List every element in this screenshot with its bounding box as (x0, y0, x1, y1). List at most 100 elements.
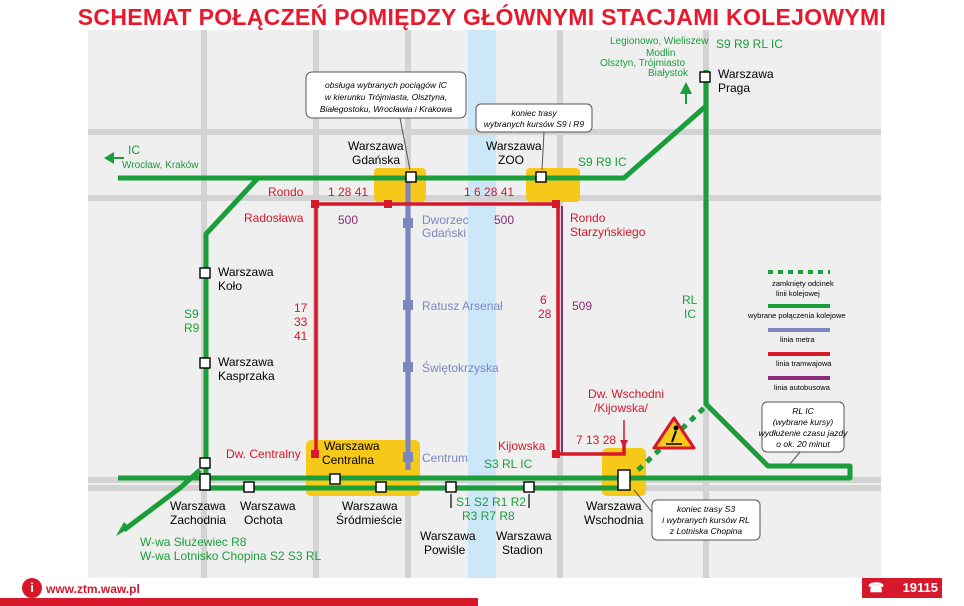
label-wschodnia-2: Wschodnia (584, 513, 644, 527)
note-rlic-3: wydłużenie czasu jazdy (759, 428, 849, 438)
metro-stop-ratusz (403, 300, 413, 310)
label-s9-left: S9 (184, 307, 199, 321)
label-powisle-lines-1: S1 S2 R1 R2 (456, 495, 526, 509)
label-r9-left: R9 (184, 321, 200, 335)
note-zoo: koniec trasy wybranych kursów S9 i R9 (475, 103, 593, 171)
tram-stop-dw-centralny (311, 450, 319, 458)
legend-rail: wybrane połączenia kolejowe (747, 311, 846, 320)
note-gdanska-pointer (399, 117, 411, 171)
closed-rail-section (636, 406, 706, 472)
label-zachodnia-2: Zachodnia (170, 513, 226, 527)
footer-phone-number: 19115 (902, 580, 938, 595)
label-metro-centrum: Centrum (422, 451, 468, 465)
footer-phone-badge[interactable]: ☎ 19115 (862, 578, 942, 598)
label-kolo-1: Warszawa (218, 265, 274, 279)
note-zoo-pointer (541, 131, 545, 171)
note-zoo-box (475, 103, 593, 133)
metro-stop-centrum (403, 452, 413, 462)
note-wschodnia-1: koniec trasy S3 (677, 504, 735, 514)
footer-bar (0, 598, 478, 606)
label-rondo-starzynskiego-1: Rondo (570, 211, 606, 225)
arrow-west-icon (104, 152, 114, 164)
note-wschodnia-3: z Lotniska Chopina (669, 526, 743, 536)
legend-closed-2: linii kolejowej (776, 289, 820, 298)
note-gdanska-3: Białegostoku, Wrocławia i Krakowa (320, 104, 453, 114)
label-ic-west-dest: Wrocław, Kraków (122, 160, 199, 171)
label-ic-right: IC (684, 307, 696, 321)
station-zoo-marker (535, 171, 547, 183)
note-gdanska-1: obsługa wybranych pociągów IC (325, 80, 448, 90)
tram-stop-rondo-radoslawa (311, 200, 319, 208)
label-ic-west: IC (128, 143, 140, 157)
note-rlic-2: (wybrane kursy) (773, 417, 834, 427)
station-centralna-marker (329, 473, 341, 485)
label-s9r9rlic-top: S9 R9 RL IC (716, 37, 783, 51)
note-rlic: RL IC (wybrane kursy) wydłużenie czasu j… (759, 401, 849, 465)
legend-bus: linia autobusowa (774, 383, 831, 392)
note-gdanska-2: w kierunku Trójmiasta, Olsztyna, (325, 92, 447, 102)
station-wschodnia-marker (617, 469, 631, 491)
arrow-southwest-icon (116, 522, 130, 536)
label-tram-lines-gdanska: 1 28 41 (328, 185, 368, 199)
metro-stop-dworzec-gdanski (403, 218, 413, 228)
label-dest-north-3: Olsztyn, Trójmiasto (600, 58, 685, 69)
label-tram-left-1: 17 (294, 301, 308, 315)
label-zachodnia-1: Warszawa (170, 499, 226, 513)
label-kasprzaka-2: Kasprzaka (218, 369, 275, 383)
label-praga-2: Praga (718, 81, 750, 95)
label-centralna-2: Centralna (322, 453, 374, 467)
label-s3rlic: S3 RL IC (484, 457, 533, 471)
tram-lines (314, 202, 626, 456)
label-powisle-lines-2: R3 R7 R8 (462, 509, 515, 523)
label-srodmiescie-1: Warszawa (342, 499, 398, 513)
station-kasprzaka-marker (199, 357, 211, 369)
hub-zoo (526, 168, 580, 202)
label-bus-509: 509 (572, 299, 592, 313)
label-kasprzaka-1: Warszawa (218, 355, 274, 369)
station-ochota-marker (243, 481, 255, 493)
arrow-north-icon (680, 82, 692, 94)
label-ochota-2: Ochota (244, 513, 283, 527)
label-dw-wschodni-1: Dw. Wschodni (588, 387, 664, 401)
footer-url-link[interactable]: www.ztm.waw.pl (46, 582, 140, 596)
label-stadion-2: Stadion (502, 543, 543, 557)
label-rondo-starzynskiego-2: Starzyńskiego (570, 225, 646, 239)
label-praga-1: Warszawa (718, 67, 774, 81)
label-metro-swietokrzyska: Świętokrzyska (422, 360, 499, 375)
label-tram-left-3: 41 (294, 329, 308, 343)
roadworks-warning-icon (652, 416, 696, 450)
label-kijowska: Kijowska (498, 439, 546, 453)
tram-stop-rondo-starzynskiego (552, 200, 560, 208)
label-metro-dworzec-2: Gdański (422, 226, 466, 240)
label-metro-dworzec-1: Dworzec (422, 213, 469, 227)
note-rlic-4: o ok. 20 minut (776, 439, 830, 449)
label-s9r9ic-mid: S9 R9 IC (578, 155, 627, 169)
station-gdanska-marker (405, 171, 417, 183)
label-stadion-1: Warszawa (496, 529, 552, 543)
label-centralna-1: Warszawa (324, 439, 380, 453)
label-dw-centralny: Dw. Centralny (226, 447, 301, 461)
legend-metro: linia metra (780, 335, 815, 344)
page-title: SCHEMAT POŁĄCZEŃ POMIĘDZY GŁÓWNYMI STACJ… (77, 4, 887, 30)
label-rondo-radoslawa-1: Rondo (268, 185, 304, 199)
rail-lines (118, 70, 853, 532)
note-wschodnia-box (651, 499, 761, 541)
tram-stop-gdanska (384, 200, 392, 208)
note-gdanska-box (305, 71, 467, 119)
note-zoo-1: koniec trasy (511, 108, 557, 118)
metro-stops (403, 218, 413, 462)
label-tram-lines-zoo: 1 6 28 41 (464, 185, 514, 199)
label-tram-right-2: 28 (538, 307, 552, 321)
note-gdanska: obsługa wybranych pociągów IC w kierunku… (305, 71, 467, 171)
tram-stops (311, 200, 560, 458)
tram-stop-kijowska (552, 450, 560, 458)
phone-icon: ☎ (868, 580, 885, 595)
label-zoo-2: ZOO (498, 153, 524, 167)
station-praga-marker (699, 71, 711, 83)
station-zachodnia-upper-marker (199, 457, 211, 469)
label-sw-dest-2: W-wa Lotnisko Chopina S2 S3 RL (140, 549, 322, 563)
note-wschodnia: koniec trasy S3 i wybranych kursów RL z … (633, 489, 761, 541)
note-rlic-1: RL IC (792, 406, 814, 416)
hub-gdanska (374, 168, 426, 202)
